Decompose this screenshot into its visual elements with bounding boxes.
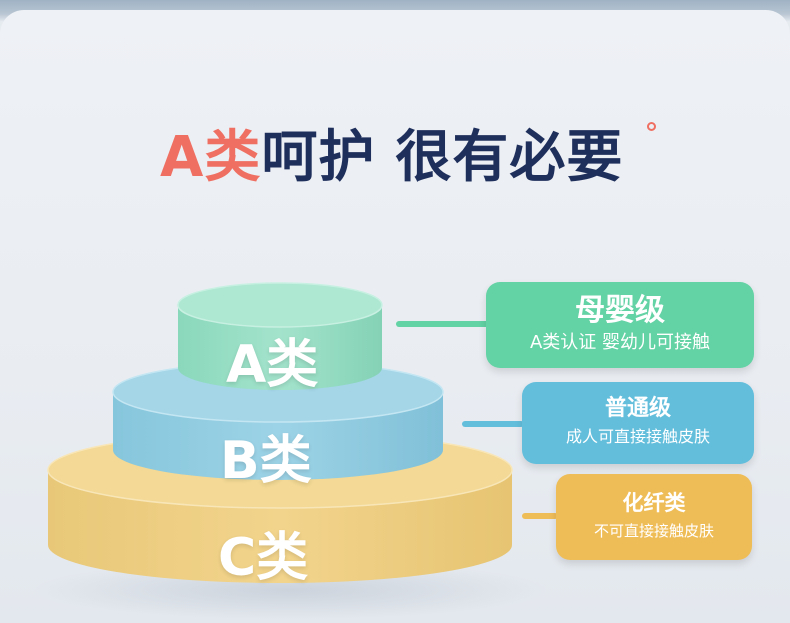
tier-a-label: A类 [226, 335, 319, 395]
tier-a-disc [177, 282, 383, 390]
card-maternal-grade: 母婴级 A类认证 婴幼儿可接触 [486, 282, 754, 368]
tier-c-label: C类 [218, 528, 309, 588]
card-subtitle: 成人可直接接触皮肤 [565, 427, 710, 446]
card-subtitle: A类认证 婴幼儿可接触 [529, 332, 711, 353]
card-standard-grade: 普通级 成人可直接接触皮肤 [522, 382, 754, 464]
tier-b-label: B类 [220, 431, 312, 491]
card-title: 普通级 [604, 396, 671, 421]
card-subtitle: 不可直接接触皮肤 [593, 522, 714, 540]
page-title: A类呵护很有必要 [160, 118, 623, 198]
headline-part2: 很有必要 [395, 125, 624, 190]
card-title: 母婴级 [575, 293, 665, 328]
connector-b [462, 421, 524, 427]
card-title: 化纤类 [622, 491, 686, 515]
connector-c [522, 513, 558, 519]
headline-part1: 呵护 [261, 125, 376, 190]
degree-mark-icon [647, 122, 656, 131]
headline-accent: A类 [160, 125, 262, 190]
card-synthetic-fiber: 化纤类 不可直接接触皮肤 [556, 474, 752, 560]
connector-a [396, 321, 490, 327]
